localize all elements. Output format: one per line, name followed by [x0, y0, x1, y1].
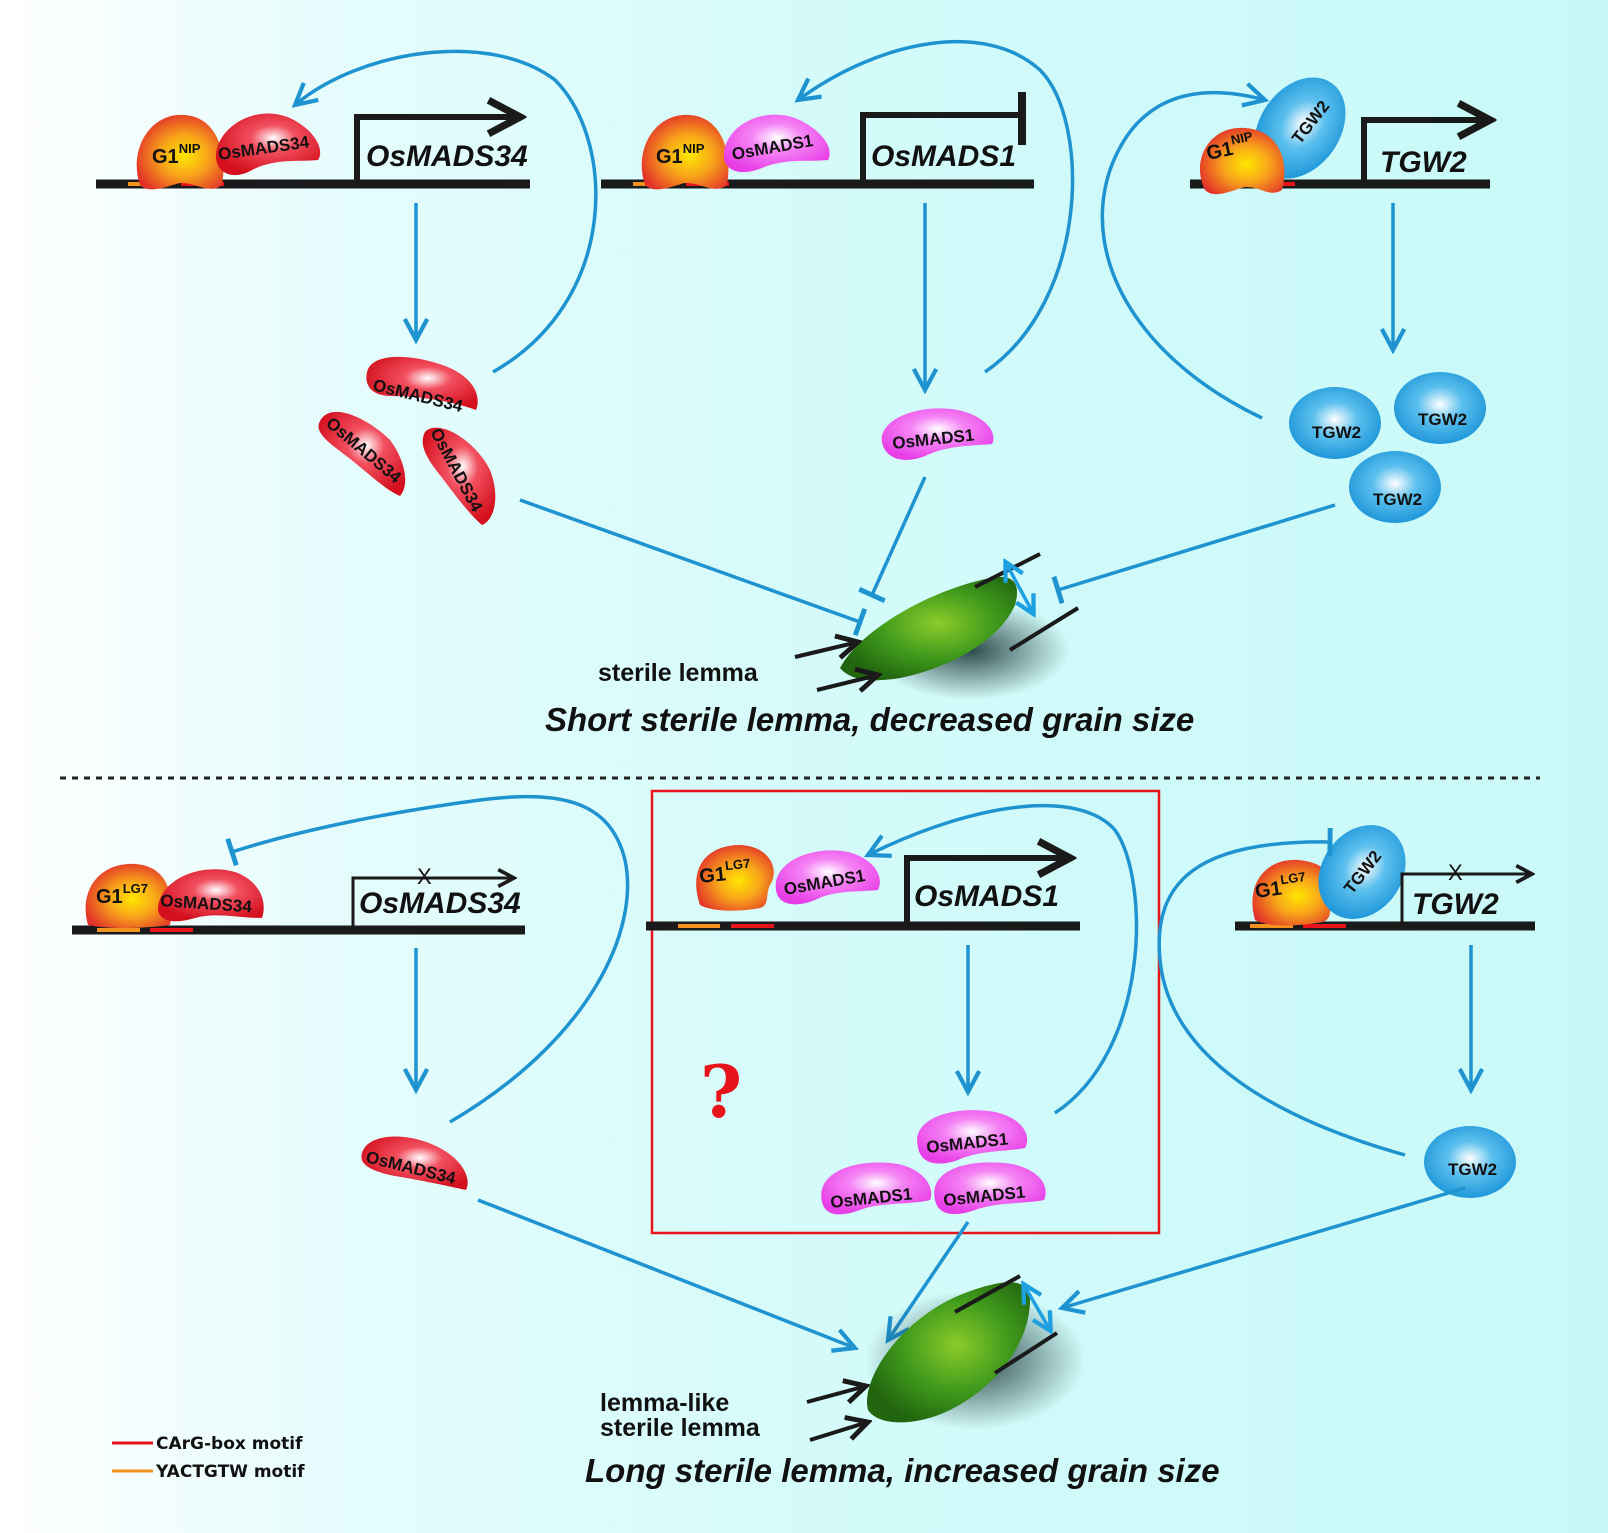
g1-label: G1NIP [152, 141, 201, 168]
tss-arrow [354, 117, 520, 184]
width-mark [954, 1274, 1021, 1314]
g1-protein [696, 845, 774, 911]
g1-label: G1LG7 [96, 881, 148, 908]
width-mark [1008, 606, 1080, 652]
tss-arrow [1361, 120, 1490, 184]
top-module-osmads1: G1NIP OsMADS1 OsMADS1 OsMADS1 [601, 39, 1075, 603]
g1-label: G1NIP [1203, 128, 1256, 165]
gene-name: OsMADS1 [914, 880, 1059, 913]
inhibition-line [858, 476, 927, 603]
annotation-pointer [794, 642, 858, 657]
g1-label: G1LG7 [1253, 869, 1308, 903]
tgw2-label: TGW2 [1448, 1160, 1497, 1179]
osmads34-protein [361, 1136, 468, 1190]
blocked-mark: X [417, 864, 432, 889]
tgw2-protein [1289, 387, 1381, 459]
osmads34-protein [318, 411, 406, 496]
g1-protein [136, 114, 224, 190]
osmads34-protein [422, 427, 496, 525]
lemma-like-label: lemma-like [600, 1389, 729, 1417]
g1-protein [85, 863, 172, 929]
annotation-pointer [816, 675, 878, 690]
osmads34-protein-bound [215, 113, 321, 176]
sterile-lemma-label: sterile lemma [600, 1414, 761, 1442]
tss-repressed [860, 112, 1022, 184]
activation-line [1062, 1186, 1466, 1308]
tgw2-label: TGW2 [1373, 490, 1422, 509]
gene-name: OsMADS34 [366, 140, 528, 173]
gene-name: TGW2 [1412, 888, 1499, 921]
g1-label: G1NIP [656, 141, 705, 168]
top-caption: Short sterile lemma, decreased grain siz… [545, 701, 1194, 738]
gene-name: OsMADS34 [359, 887, 521, 920]
osmads34-protein-bound [158, 869, 264, 922]
tgw2-protein-bound [1318, 825, 1406, 919]
osmads1-protein [821, 1162, 932, 1215]
feedback-activation-arrow [868, 803, 1139, 1115]
sterile-lemma-label: sterile lemma [598, 659, 759, 687]
bottom-module-tgw2: G1LG7 TGW2 X TGW2 TGW2 [1062, 825, 1535, 1308]
osmads1-protein [917, 1110, 1028, 1164]
osmads1-protein [881, 408, 994, 460]
feedback-inhibition-line [225, 794, 630, 1124]
highlight-box [650, 789, 1161, 1235]
osmads1-protein-bound [723, 114, 830, 173]
grain-width-arrow [1024, 1285, 1050, 1330]
grain-short: sterile lemma [598, 552, 1080, 700]
gene-name: TGW2 [1380, 146, 1467, 179]
bottom-panel: G1LG7 OsMADS34 X OsMADS34 OsMADS34 G1LG7… [72, 789, 1535, 1489]
tgw2-protein [1349, 451, 1441, 523]
tgw2-protein [1394, 372, 1486, 444]
top-module-tgw2: TGW2 G1NIP TGW2 TGW2 TGW2 TGW2 [1051, 77, 1490, 605]
osmads1-protein-pool: OsMADS1 OsMADS1 OsMADS1 [821, 1110, 1046, 1215]
tgw2-label: TGW2 [1312, 423, 1361, 442]
gene-name: OsMADS1 [871, 140, 1016, 173]
unknown-mechanism-mark: ? [700, 1049, 742, 1134]
tss-arrow-blocked [351, 878, 514, 930]
legend: CArG-box motif YACTGTW motif [112, 1434, 305, 1482]
bottom-module-osmads34: G1LG7 OsMADS34 X OsMADS34 OsMADS34 [72, 794, 855, 1348]
legend-carg-label: CArG-box motif [156, 1434, 303, 1454]
grain-long: lemma-like sterile lemma [600, 1274, 1085, 1442]
grain-body [866, 1282, 1030, 1423]
osmads34-protein-pool: OsMADS34 OsMADS34 OsMADS34 [318, 356, 496, 525]
g1-protein [1252, 859, 1336, 926]
blocked-mark: X [1448, 860, 1463, 885]
feedback-inhibition-line [1157, 827, 1406, 1157]
tgw2-protein [1424, 1126, 1516, 1198]
grain-width-arrow [1006, 563, 1033, 613]
feedback-activation-arrow [798, 39, 1075, 374]
tss-arrow [904, 858, 1070, 926]
annotation-pointer [809, 1422, 868, 1442]
feedback-activation-arrow [1100, 93, 1265, 420]
bottom-module-osmads1: G1LG7 OsMADS1 OsMADS1 ? OsMADS1 OsMADS1 … [646, 789, 1161, 1340]
inhibition-line [519, 498, 868, 637]
top-panel: G1NIP OsMADS34 OsMADS34 OsMADS34 OsMADS3… [96, 39, 1490, 738]
annotation-pointer [806, 1386, 866, 1402]
g1-label: G1LG7 [698, 856, 753, 888]
width-mark [993, 1331, 1059, 1375]
g1-protein [641, 114, 729, 190]
legend-yactgtw-label: YACTGTW motif [155, 1462, 305, 1482]
inhibition-line [1051, 503, 1336, 605]
osmads1-protein-bound [775, 850, 880, 905]
osmads34-protein [366, 356, 478, 410]
feedback-activation-arrow [295, 49, 598, 374]
osmads1-protein [934, 1162, 1046, 1215]
activation-line [477, 1198, 855, 1348]
tgw2-label: TGW2 [1418, 410, 1467, 429]
tgw2-protein-pool: TGW2 TGW2 TGW2 [1289, 372, 1486, 523]
g1-protein [1199, 127, 1285, 195]
tss-arrow-blocked [1400, 874, 1532, 926]
grain-body [840, 576, 1018, 681]
bottom-caption: Long sterile lemma, increased grain size [585, 1452, 1220, 1489]
